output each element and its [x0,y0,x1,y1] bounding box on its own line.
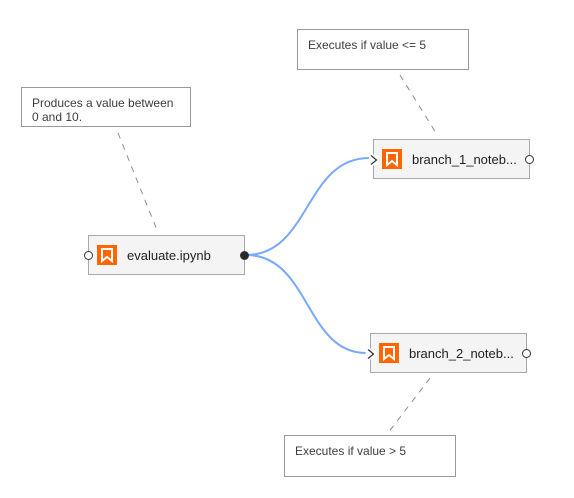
comment-link-branch1 [399,74,437,134]
comment-link-evaluate [117,132,158,231]
output-port[interactable] [525,155,534,164]
output-port[interactable] [522,349,531,358]
chevron-right-icon[interactable] [365,348,377,360]
node-branch-1[interactable]: branch_1_noteb... [368,139,534,179]
output-port[interactable] [240,251,249,260]
node-evaluate[interactable]: evaluate.ipynb [84,235,249,275]
comment-branch1-text: Executes if value <= 5 [308,38,427,52]
comment-branch2-text: Executes if value > 5 [295,444,407,458]
node-label: branch_1_noteb... [412,152,517,167]
link-evaluate-to-branch2[interactable] [245,254,367,354]
comment-evaluate-text: Produces a value between 0 and 10. [32,96,174,124]
notebook-icon [382,149,402,169]
notebook-icon [379,343,399,363]
comment-branch2[interactable]: Executes if value > 5 [284,435,456,477]
chevron-right-icon[interactable] [368,154,380,166]
comment-link-branch2 [387,377,431,434]
input-port[interactable] [84,251,93,260]
notebook-icon [97,245,117,265]
node-branch-2[interactable]: branch_2_noteb... [365,333,531,373]
node-label: branch_2_noteb... [409,346,514,361]
node-label: evaluate.ipynb [127,248,211,263]
comment-evaluate[interactable]: Produces a value between 0 and 10. [21,87,191,127]
comment-branch1[interactable]: Executes if value <= 5 [297,29,469,70]
link-evaluate-to-branch1[interactable] [245,157,370,256]
